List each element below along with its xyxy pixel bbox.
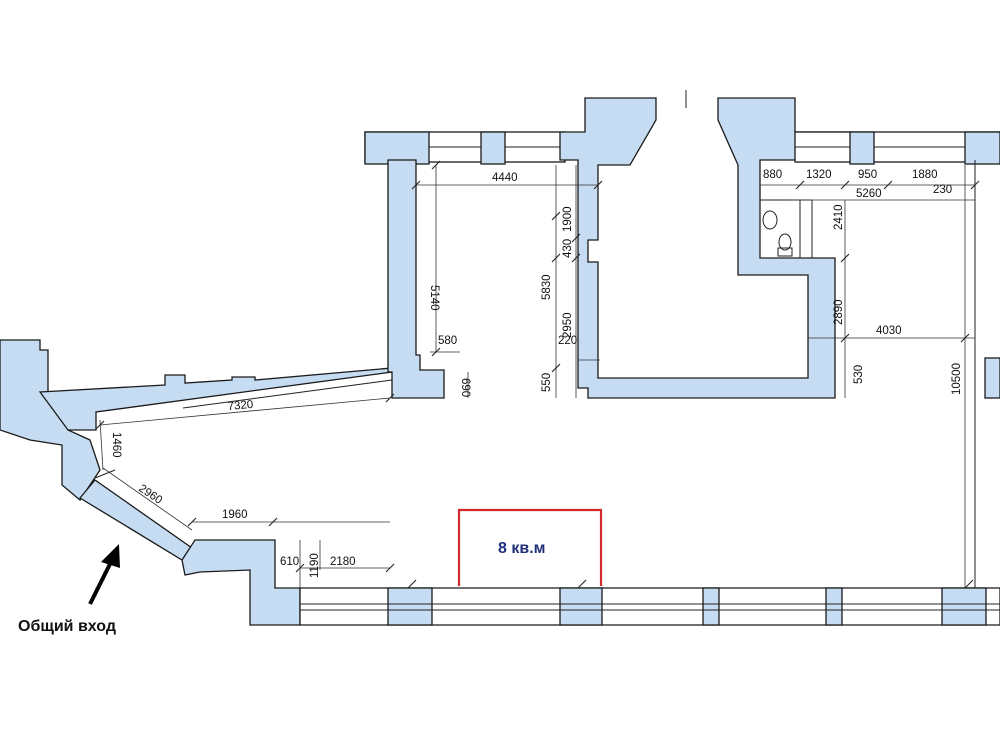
dim-5260: 5260 [856, 188, 882, 200]
bathroom-outline [759, 199, 813, 259]
dim-950: 950 [858, 169, 877, 181]
pier-top-1 [364, 131, 430, 165]
dim-1880: 1880 [912, 169, 938, 181]
dim-1190: 1190 [309, 553, 321, 578]
dim-4030: 4030 [876, 325, 902, 337]
dim-880: 880 [763, 169, 782, 181]
wall-lower-left-block [181, 539, 301, 626]
arrow-shaft [88, 559, 114, 605]
dim-220: 220 [558, 335, 577, 347]
dim-610: 610 [280, 556, 299, 568]
dim-2960: 2960 [136, 483, 164, 507]
dim-1900: 1900 [562, 206, 574, 232]
dim-2890: 2890 [833, 299, 845, 325]
dim-550: 550 [541, 373, 553, 392]
sink-icon [762, 210, 778, 230]
toilet-icon [778, 233, 792, 251]
dim-1960: 1960 [222, 509, 248, 521]
pier-bottom-1 [387, 587, 433, 626]
wall-left-chunk [0, 339, 101, 501]
bathroom [759, 199, 813, 259]
dim-5830: 5830 [541, 274, 553, 300]
dim-580: 580 [438, 335, 457, 347]
entrance-label: Общий вход [18, 618, 116, 635]
pier-bottom-2 [559, 587, 603, 626]
dim-1320: 1320 [806, 169, 832, 181]
pier-bottom-3 [702, 587, 720, 626]
arrow-up-icon [101, 544, 120, 568]
dim-2180: 2180 [330, 556, 356, 568]
pier-top-2 [480, 131, 506, 165]
dim-5140: 5140 [428, 285, 440, 311]
wall-right-edge [984, 357, 1000, 399]
toilet-tank-icon [777, 247, 793, 257]
inner-lines [94, 160, 976, 588]
dim-10500: 10500 [951, 363, 963, 395]
pier-top-4 [964, 131, 1000, 165]
wall-central-block [559, 97, 851, 399]
wall-upper-diagonal [38, 367, 393, 431]
pier-top-3 [849, 131, 875, 165]
dim-530: 530 [853, 365, 865, 384]
dim-2950: 2950 [562, 312, 574, 338]
dim-4440: 4440 [492, 172, 518, 184]
dim-1460: 1460 [110, 432, 122, 458]
rental-area-outline [457, 508, 603, 586]
walls [0, 90, 1000, 626]
dim-690: 690 [459, 378, 471, 397]
dimension-labels: 4440 1900 430 5830 2950 5140 580 220 550… [110, 169, 963, 578]
entrance-marker: Общий вход [18, 544, 120, 635]
rental-area[interactable]: 8 кв.м [457, 508, 603, 586]
dim-230: 230 [933, 184, 952, 196]
dim-2410: 2410 [833, 204, 845, 230]
dimension-lines [95, 160, 980, 589]
rental-area-label: 8 кв.м [498, 540, 545, 557]
pier-bottom-4 [825, 587, 843, 626]
dim-7320: 7320 [227, 399, 254, 413]
pier-bottom-5 [941, 587, 987, 626]
wall-bottom [299, 587, 1000, 626]
wall-left-column [387, 159, 445, 399]
dim-430: 430 [562, 239, 574, 258]
